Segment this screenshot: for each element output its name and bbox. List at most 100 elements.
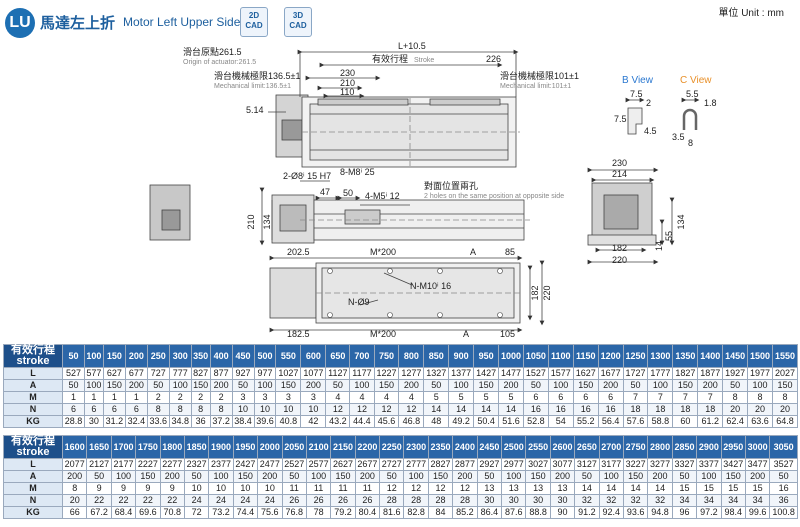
table-cell: 12 [373, 403, 400, 416]
cad-3d-button[interactable]: 3D CAD [284, 7, 312, 37]
table-cell: 14 [622, 482, 649, 495]
table-cell: 32.4 [124, 415, 148, 428]
table-cell: 14 [448, 403, 475, 416]
table-cell: 22 [135, 494, 161, 507]
stroke-header-label-line: 有效行程 [11, 435, 55, 447]
table-cell: 26 [354, 494, 381, 507]
table-cell: 10 [208, 482, 234, 495]
table-cell: 20 [61, 494, 88, 507]
table-cell: 1327 [423, 367, 450, 380]
c-dim-1-8: 1.8 [704, 98, 717, 108]
table-cell: 677 [124, 367, 148, 380]
table-cell: 100 [547, 379, 574, 392]
table-cell: 2127 [86, 458, 112, 471]
table-cell: 2877 [452, 458, 478, 471]
table-cell: 42 [300, 415, 327, 428]
table-cell: 34 [720, 494, 746, 507]
table-cell: 57.6 [622, 415, 649, 428]
stroke-value: 250 [146, 344, 170, 368]
stroke-value: 1900 [208, 435, 234, 459]
dim-110: 110 [340, 87, 354, 97]
stroke-value: 1100 [547, 344, 574, 368]
origin-en: Origin of actuator:261.5 [183, 59, 256, 66]
table-cell: 8 [747, 391, 773, 404]
table-cell: 6 [83, 403, 104, 416]
stroke-value: 1450 [722, 344, 749, 368]
table-cell: 1077 [300, 367, 327, 380]
side-view [149, 180, 530, 246]
stroke-value: 1600 [61, 435, 88, 459]
cad-2d-label: 2D [248, 11, 260, 20]
table-cell: 100 [83, 379, 104, 392]
b-view [625, 97, 645, 135]
dim-m8: 8-M8ⁱ 25 [340, 167, 375, 177]
table-cell: 20 [772, 403, 798, 416]
stroke-value: 550 [275, 344, 302, 368]
table-cell: 1577 [547, 367, 574, 380]
opposite-holes-en: 2 holes on the same position at opposite… [424, 193, 564, 200]
stroke-value: 1750 [135, 435, 161, 459]
table-cell: 150 [622, 470, 649, 483]
table-cell: 28 [452, 494, 478, 507]
table-cell: 50 [325, 379, 351, 392]
cad-2d-button[interactable]: 2D CAD [240, 7, 268, 37]
table-cell: 32 [574, 494, 600, 507]
table-cell: 56.4 [597, 415, 624, 428]
table-cell: 200 [61, 470, 88, 483]
table-cell: 82.8 [403, 506, 429, 519]
stroke-header-label-line: stroke [16, 446, 50, 458]
table-cell: 88.8 [525, 506, 551, 519]
table-cell: 3477 [744, 458, 771, 471]
table-cell: 50 [146, 379, 170, 392]
table-cell: 1677 [597, 367, 624, 380]
table-cell: 1 [62, 391, 85, 404]
table-cell: 15 [671, 482, 698, 495]
table-cell: 50 [423, 379, 450, 392]
end-dim-14: 14 [654, 241, 664, 251]
stroke-value: 650 [325, 344, 351, 368]
dim-210: 210 [340, 78, 355, 88]
table-cell: 150 [373, 379, 400, 392]
row-label: KG [3, 506, 63, 519]
table-cell: 34 [696, 494, 722, 507]
b-view-title: B View [622, 75, 654, 86]
stroke-value: 3050 [769, 435, 798, 459]
table-cell: 24 [257, 494, 283, 507]
table-cell: 150 [672, 379, 699, 392]
page-title-cn: 馬達左上折 [40, 15, 116, 32]
table-cell: 63.6 [747, 415, 773, 428]
table-cell: 7 [697, 391, 724, 404]
table-cell: 8 [146, 403, 170, 416]
table-cell: 200 [398, 379, 425, 392]
table-cell: 200 [549, 470, 576, 483]
table-cell: 100.8 [769, 506, 798, 519]
table-cell: 14 [473, 403, 500, 416]
stroke-value: 2550 [525, 435, 551, 459]
table-cell: 11 [281, 482, 307, 495]
stroke-value: 1400 [697, 344, 724, 368]
table-cell: 34 [671, 494, 698, 507]
table-cell: 50 [86, 470, 112, 483]
table-cell: 100 [168, 379, 192, 392]
table-cell: 18 [622, 403, 649, 416]
table-cell: 94.8 [647, 506, 673, 519]
stroke-value: 2900 [696, 435, 722, 459]
stroke-value: 1250 [622, 344, 649, 368]
table-cell: 150 [232, 470, 259, 483]
table-cell: 150 [102, 379, 126, 392]
table-cell: 2427 [232, 458, 259, 471]
table-cell: 9 [110, 482, 137, 495]
table-cell: 79.2 [330, 506, 356, 519]
table-cell: 50 [476, 470, 503, 483]
stroke-value: 200 [124, 344, 148, 368]
stroke-value: 1850 [183, 435, 210, 459]
table-cell: 14 [647, 482, 673, 495]
table-cell: 150 [720, 470, 746, 483]
table-cell: 90 [549, 506, 576, 519]
